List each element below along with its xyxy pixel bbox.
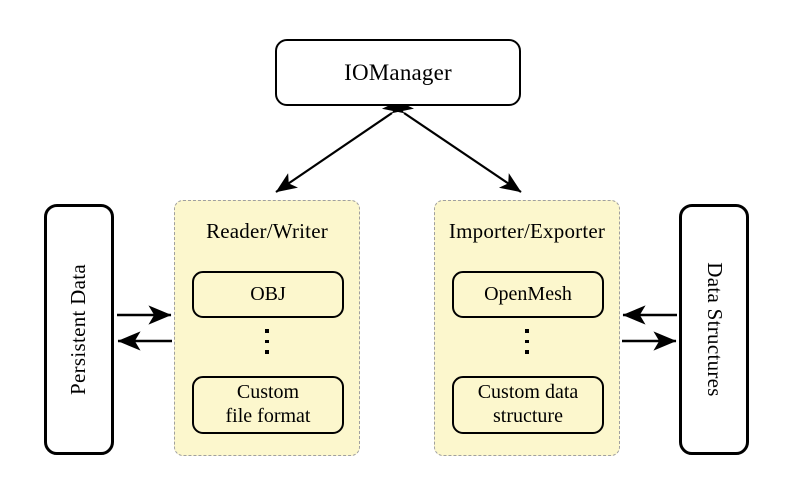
arrow-manager-readerwriter bbox=[275, 94, 415, 193]
panel-importer-exporter-title: Importer/Exporter bbox=[448, 219, 606, 243]
item-openmesh[interactable]: OpenMesh bbox=[452, 271, 604, 318]
panel-importer-exporter[interactable]: Importer/Exporter OpenMesh Custom data s… bbox=[434, 200, 620, 456]
ellipsis-importer-exporter bbox=[435, 329, 619, 354]
node-data-structures[interactable]: Data Structures bbox=[679, 204, 749, 455]
ellipsis-dot bbox=[525, 339, 529, 343]
item-custom-data-structure-line1: Custom data bbox=[477, 381, 579, 404]
arrow-manager-importexporter bbox=[381, 94, 522, 193]
item-custom-file-format-line1: Custom bbox=[236, 381, 300, 404]
persistent-data-label: Persistent Data bbox=[66, 263, 91, 396]
node-iomanager[interactable]: IOManager bbox=[275, 39, 521, 106]
ellipsis-dot bbox=[265, 329, 269, 333]
ellipsis-dot bbox=[525, 329, 529, 333]
ellipsis-dot bbox=[265, 350, 269, 354]
iomanager-label: IOManager bbox=[344, 59, 452, 85]
ellipsis-reader-writer bbox=[175, 329, 359, 354]
item-custom-file-format-line2: file format bbox=[225, 405, 311, 427]
item-openmesh-label: OpenMesh bbox=[484, 282, 572, 305]
item-obj[interactable]: OBJ bbox=[192, 271, 344, 318]
item-custom-data-structure-line2: structure bbox=[493, 405, 563, 427]
panel-reader-writer[interactable]: Reader/Writer OBJ Custom file format bbox=[174, 200, 360, 456]
data-structures-label: Data Structures bbox=[702, 262, 727, 397]
ellipsis-dot bbox=[265, 339, 269, 343]
ellipsis-dot bbox=[525, 350, 529, 354]
panel-reader-writer-title: Reader/Writer bbox=[206, 219, 328, 243]
item-obj-label: OBJ bbox=[250, 282, 286, 305]
item-custom-file-format[interactable]: Custom file format bbox=[192, 376, 344, 434]
node-persistent-data[interactable]: Persistent Data bbox=[44, 204, 114, 455]
item-custom-data-structure[interactable]: Custom data structure bbox=[452, 376, 604, 434]
